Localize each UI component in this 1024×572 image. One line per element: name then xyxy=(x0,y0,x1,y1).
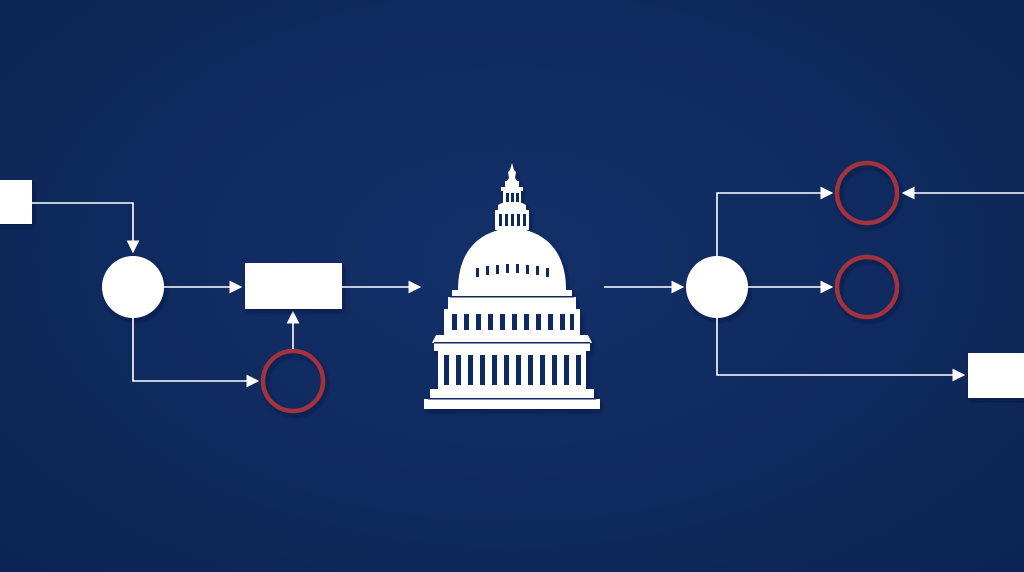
input-box-left xyxy=(0,180,32,224)
connector-input-to-junction xyxy=(32,202,140,254)
junction-left xyxy=(102,256,164,318)
process-box xyxy=(245,263,342,309)
junction-right xyxy=(686,256,748,318)
connector-junction-to-output xyxy=(716,318,966,382)
capitol-dome-details xyxy=(428,193,596,400)
output-box-right xyxy=(968,353,1024,398)
ring-right-top xyxy=(834,160,900,226)
connector-junction-to-ring-top xyxy=(716,186,834,256)
ring-right-middle xyxy=(834,254,900,320)
ring-left xyxy=(260,348,326,414)
connector-junction-to-ring xyxy=(132,318,260,388)
